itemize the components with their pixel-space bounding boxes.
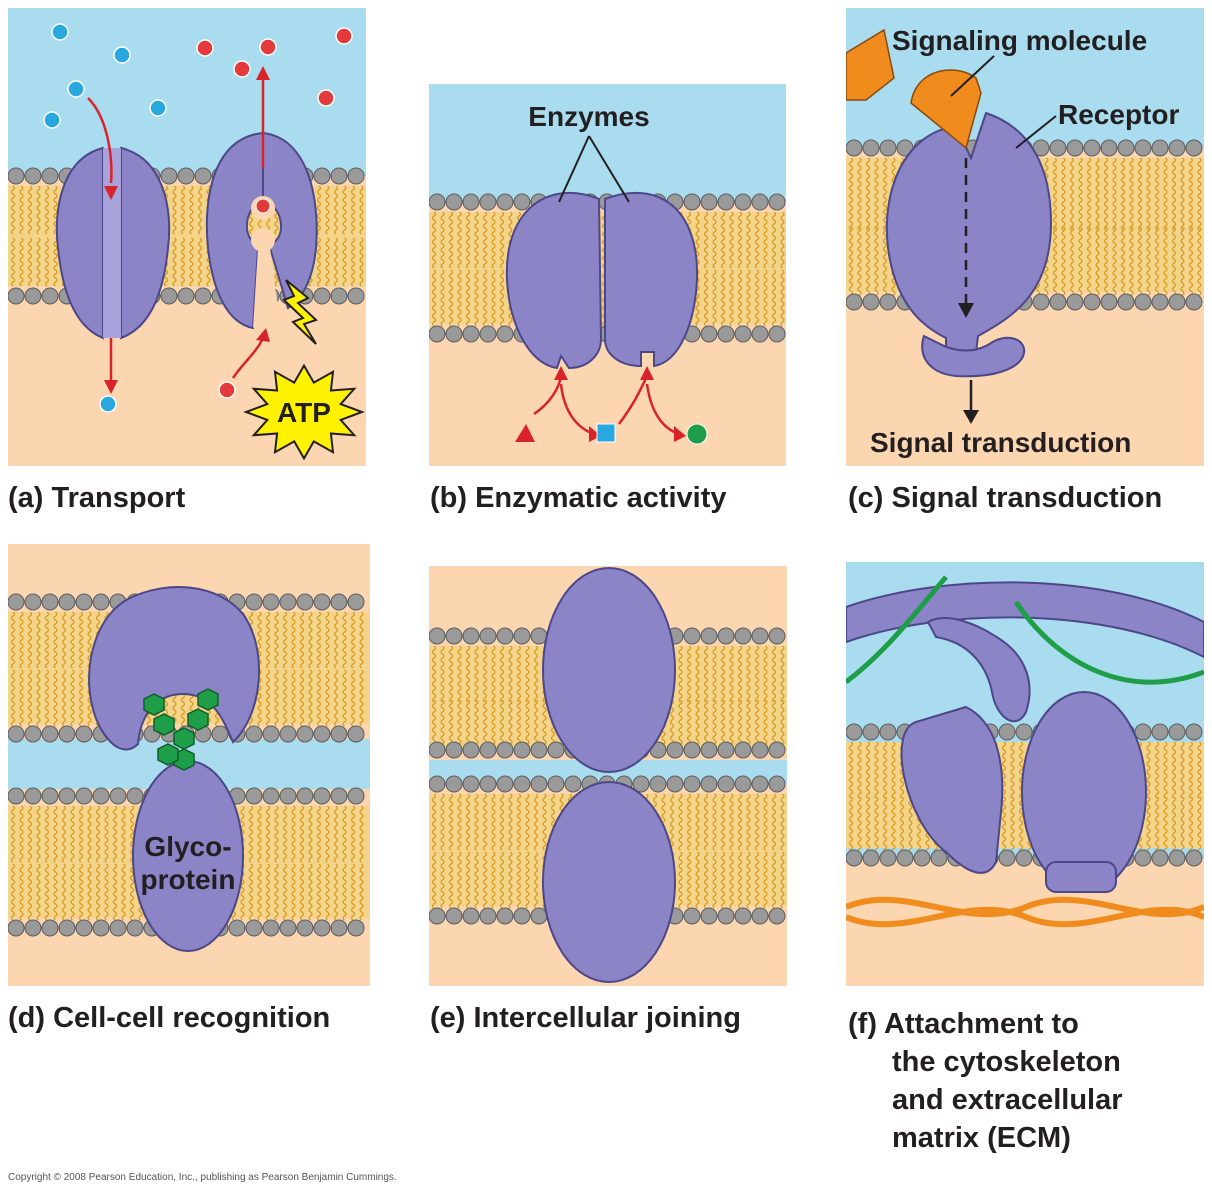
panel-enzymatic-activity: Enzymes: [429, 84, 786, 466]
signal-transduction-label: Signal transduction: [870, 427, 1131, 458]
relay-protein: [921, 334, 1026, 378]
signaling-molecule-free-icon: [846, 28, 895, 101]
attachment-illustration: [846, 562, 1204, 986]
anchor-protein: [1045, 861, 1117, 893]
ecm-fibers: [846, 575, 1204, 685]
red-solutes: [196, 27, 353, 399]
transport-arrows: [87, 78, 265, 383]
junction-protein-upper: [542, 567, 676, 773]
recognition-protein: [88, 586, 260, 751]
receptor-label: Receptor: [1058, 99, 1179, 130]
intermediate-square-icon: [596, 423, 616, 443]
panel-intercellular-joining: [429, 566, 787, 986]
linker-protein: [926, 617, 1031, 723]
microfilaments: [846, 896, 1204, 928]
integrin-left: [900, 705, 1004, 874]
caption-attachment-line4: matrix (ECM): [892, 1122, 1071, 1154]
signal-illustration: Signaling molecule Receptor Signal trans…: [846, 8, 1204, 466]
enzymes-label: Enzymes: [528, 101, 649, 132]
energy-bolt-icon: [282, 279, 318, 345]
panel-attachment: [846, 562, 1204, 986]
carbohydrate-chain-icon: [143, 688, 219, 771]
atp-label: ATP: [277, 397, 331, 428]
caption-enzymatic-activity: (b) Enzymatic activity: [430, 482, 727, 514]
product-circle-icon: [686, 423, 708, 445]
enzyme-right: [604, 191, 699, 368]
glyco-label-line2: protein: [141, 864, 236, 895]
atp-burst-icon: ATP: [243, 363, 365, 461]
transport-illustration: ATP: [8, 8, 366, 466]
panel-signal-transduction: Signaling molecule Receptor Signal trans…: [846, 8, 1204, 466]
caption-attachment-line3: and extracellular: [892, 1084, 1123, 1116]
glyco-label-line1: Glyco-: [144, 831, 231, 862]
caption-intercellular-joining: (e) Intercellular joining: [430, 1002, 741, 1034]
enzyme-left: [505, 191, 603, 370]
receptor-protein: [885, 111, 1053, 354]
recognition-illustration: Glyco- protein: [8, 544, 370, 986]
substrate-triangle-icon: [515, 424, 535, 442]
caption-attachment-line1: (f) Attachment to: [848, 1008, 1079, 1040]
copyright-notice: Copyright © 2008 Pearson Education, Inc.…: [8, 1172, 397, 1183]
junction-protein-lower: [542, 781, 676, 983]
signaling-molecule-label: Signaling molecule: [892, 25, 1147, 56]
panel-transport: ATP: [8, 8, 366, 466]
enzyme-illustration: Enzymes: [429, 84, 786, 466]
caption-transport: (a) Transport: [8, 482, 186, 514]
panel-cell-cell-recognition: Glyco- protein: [8, 544, 370, 986]
signaling-molecule-icon: [910, 69, 982, 150]
caption-attachment-line2: the cytoskeleton: [892, 1046, 1121, 1078]
blue-solutes: [43, 23, 167, 413]
carrier-protein: [205, 131, 318, 330]
caption-cell-cell-recognition: (d) Cell-cell recognition: [8, 1002, 331, 1034]
joining-illustration: [429, 566, 787, 986]
channel-protein: [55, 146, 171, 340]
caption-signal-transduction: (c) Signal transduction: [848, 482, 1163, 514]
